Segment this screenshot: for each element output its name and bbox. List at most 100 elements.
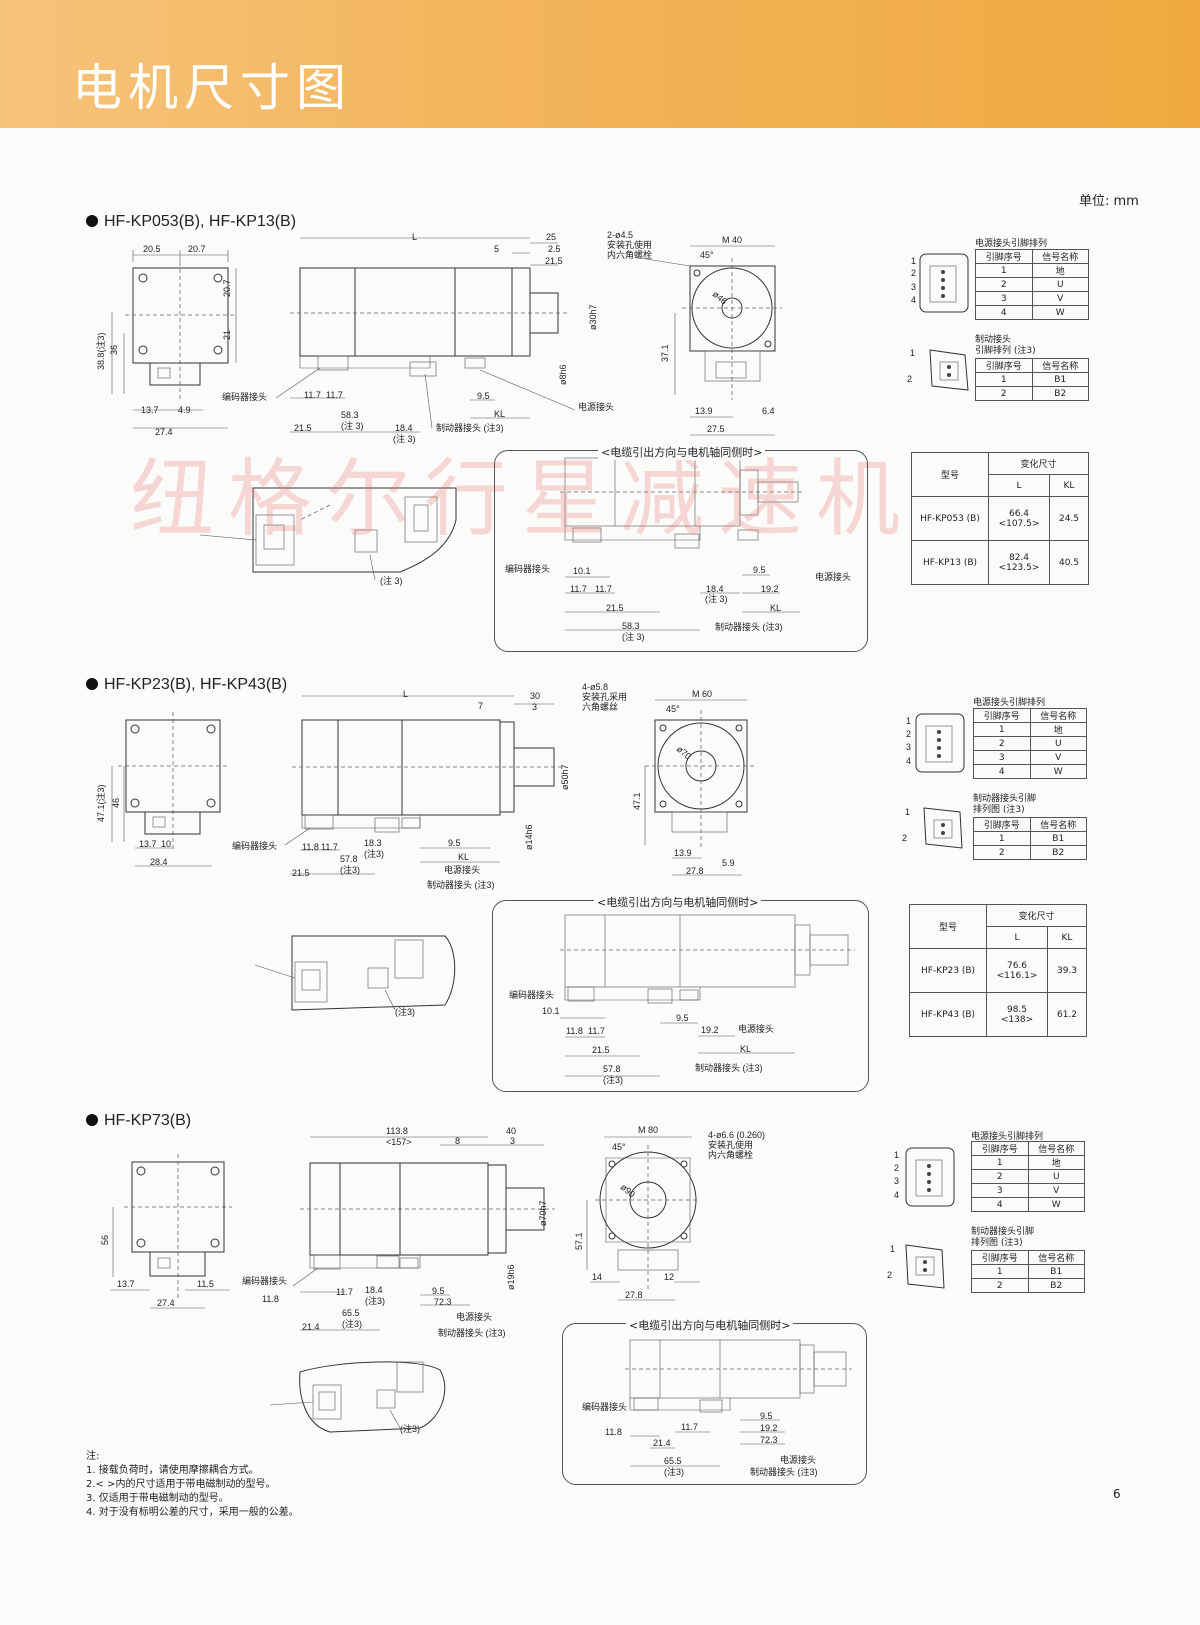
dim-text: 5.9 (722, 858, 735, 868)
dim-text: 56 (100, 1235, 110, 1245)
dim-text: 5 (494, 244, 499, 254)
svg-text:4: 4 (906, 756, 911, 766)
svg-text:4: 4 (911, 295, 916, 305)
dim-text: 57.1 (574, 1232, 584, 1250)
dim-text: 57.8 (340, 854, 358, 864)
dim-text: <157> (386, 1137, 412, 1147)
dim-text: 11.8 (302, 842, 319, 852)
dim-text: 安装孔使用 (607, 239, 652, 250)
svg-text:1: 1 (906, 716, 911, 726)
dim-text: 58.3 (622, 621, 640, 631)
dim-text: 47.1 (632, 792, 642, 810)
svg-text:2: 2 (902, 833, 907, 843)
cable-box-title: <电缆引出方向与电机轴同侧时> (598, 444, 766, 460)
dim-text: (注 3) (341, 420, 364, 431)
power-pin-caption: 电源接头引脚排列 (971, 1132, 1044, 1142)
dim-text: 45° (666, 704, 680, 714)
dim-text: 30 (530, 691, 540, 701)
encoder-label: 编码器接头 (505, 563, 550, 574)
dim-text: 14 (592, 1272, 602, 1282)
flange-view-kp23: 4-ø5.8 安装孔采用 六角螺丝 M 60 45° ø70 47.1 13.9… (582, 682, 757, 876)
svg-text:2: 2 (907, 374, 912, 384)
dim-text: 19.2 (701, 1025, 719, 1035)
dim-text: 4-ø5.8 (582, 682, 608, 692)
dim-text: (注3) (364, 848, 384, 859)
dim-text: 20.5 (143, 244, 161, 254)
dim-text: (注3) (342, 1318, 362, 1329)
dim-text: 47.1(注3) (95, 784, 106, 822)
dim-text: 72.3 (434, 1297, 452, 1307)
power-label: 电源接头 (456, 1311, 492, 1322)
dim-text: 19.2 (761, 584, 779, 594)
cable-box-drawing-kp23: 10.1 11.8 11.7 21.5 57.8 (注3) 9.5 19.2 K… (509, 914, 855, 1085)
dim-text: 11.8 (566, 1026, 583, 1036)
svg-text:1: 1 (905, 807, 910, 817)
dim-text: 27.8 (686, 866, 704, 876)
brake-label: 制动器接头 (注3) (427, 879, 495, 890)
power-label: 电源接头 (815, 571, 851, 582)
brake-label: 制动器接头 (注3) (695, 1062, 763, 1073)
bullet-icon (86, 215, 98, 227)
dim-text: 45° (612, 1142, 626, 1152)
notes: 注: 1. 接载负荷时，请使用摩擦耦合方式。 2.< >内的尺寸适用于带电磁制动… (86, 1450, 299, 1520)
dim-text: 安装孔使用 (708, 1139, 753, 1150)
dim-text: ø90 (619, 1182, 637, 1200)
encoder-label: 编码器接头 (582, 1401, 627, 1412)
dim-text: ø14h6 (524, 824, 534, 850)
svg-text:1: 1 (910, 348, 915, 358)
dim-text: ø70 (675, 744, 693, 762)
dim-text: L (403, 689, 408, 699)
section-title-kp053: HF-KP053(B), HF-KP13(B) (86, 213, 296, 231)
bullet-icon (86, 1114, 98, 1126)
dim-text: 10.1 (573, 566, 591, 576)
dim-text: ø50h7 (560, 764, 570, 790)
dim-text: 113.8 (386, 1126, 408, 1136)
dim-text: ø8h6 (558, 364, 568, 385)
dim-text: 21.5 (606, 603, 624, 613)
cable-box-title: <电缆引出方向与电机轴同侧时> (594, 894, 762, 910)
brake-label: 制动器接头 (注3) (438, 1327, 506, 1338)
svg-text:1: 1 (911, 256, 916, 266)
brake-connector-icon: 12 (907, 348, 969, 391)
brake-pin-caption: 制动接头 引脚排列 (注3) (975, 335, 1036, 356)
page-number: 6 (1113, 1487, 1121, 1501)
dim-text: ø46 (711, 289, 729, 307)
cable-box-drawing-kp053: 10.1 11.7 11.7 21.5 58.3 (注 3) 18.4 (注 3… (505, 457, 851, 642)
note3-label: (注 3) (380, 575, 403, 586)
dim-text: KL (770, 603, 781, 613)
power-label: 电源接头 (738, 1023, 774, 1034)
dim-text: ø30h7 (588, 304, 598, 330)
brake-connector-icon: 12 (887, 1244, 945, 1289)
dim-text: 10 (161, 839, 171, 849)
cable-side-view-kp23: (注3) (254, 935, 456, 1017)
note3-label: (注3) (400, 1423, 420, 1434)
side-view-kp23: L 7 30 3 ø50h7 ø14h6 11.8 11.7 21.5 57.8… (232, 689, 570, 890)
dim-text: 65.5 (664, 1456, 682, 1466)
dim-text: 21.4 (653, 1438, 671, 1448)
svg-text:2: 2 (887, 1270, 892, 1280)
note-item: 1. 接载负荷时，请使用摩擦耦合方式。 (86, 1465, 259, 1476)
front-view-kp73: 56 13.7 11.5 27.4 (100, 1154, 232, 1309)
dim-text: 11.7 (595, 584, 612, 594)
svg-text:4: 4 (894, 1190, 899, 1200)
side-view-kp053: L 5 25 2.5 21.5 ø30h7 ø8h6 11.7 11.7 21.… (222, 232, 614, 444)
dim-text: 2-ø4.5 (607, 230, 633, 240)
page-header: 电机尺寸图 (0, 0, 1200, 128)
note-item: 3. 仅适用于带电磁制动的型号。 (86, 1493, 229, 1504)
cable-box-drawing-kp73: 11.8 21.4 11.7 9.5 19.2 72.3 65.5 (注3) 编… (582, 1339, 852, 1477)
dim-text: 9.5 (676, 1013, 689, 1023)
dim-text: 37.1 (660, 344, 670, 362)
dim-text: 12 (664, 1272, 674, 1282)
dim-text: M 80 (638, 1125, 658, 1135)
power-label: 电源接头 (780, 1454, 816, 1465)
dim-text: KL (740, 1044, 751, 1054)
dim-text: 57.8 (603, 1064, 621, 1074)
dim-text: 4.9 (178, 405, 191, 415)
